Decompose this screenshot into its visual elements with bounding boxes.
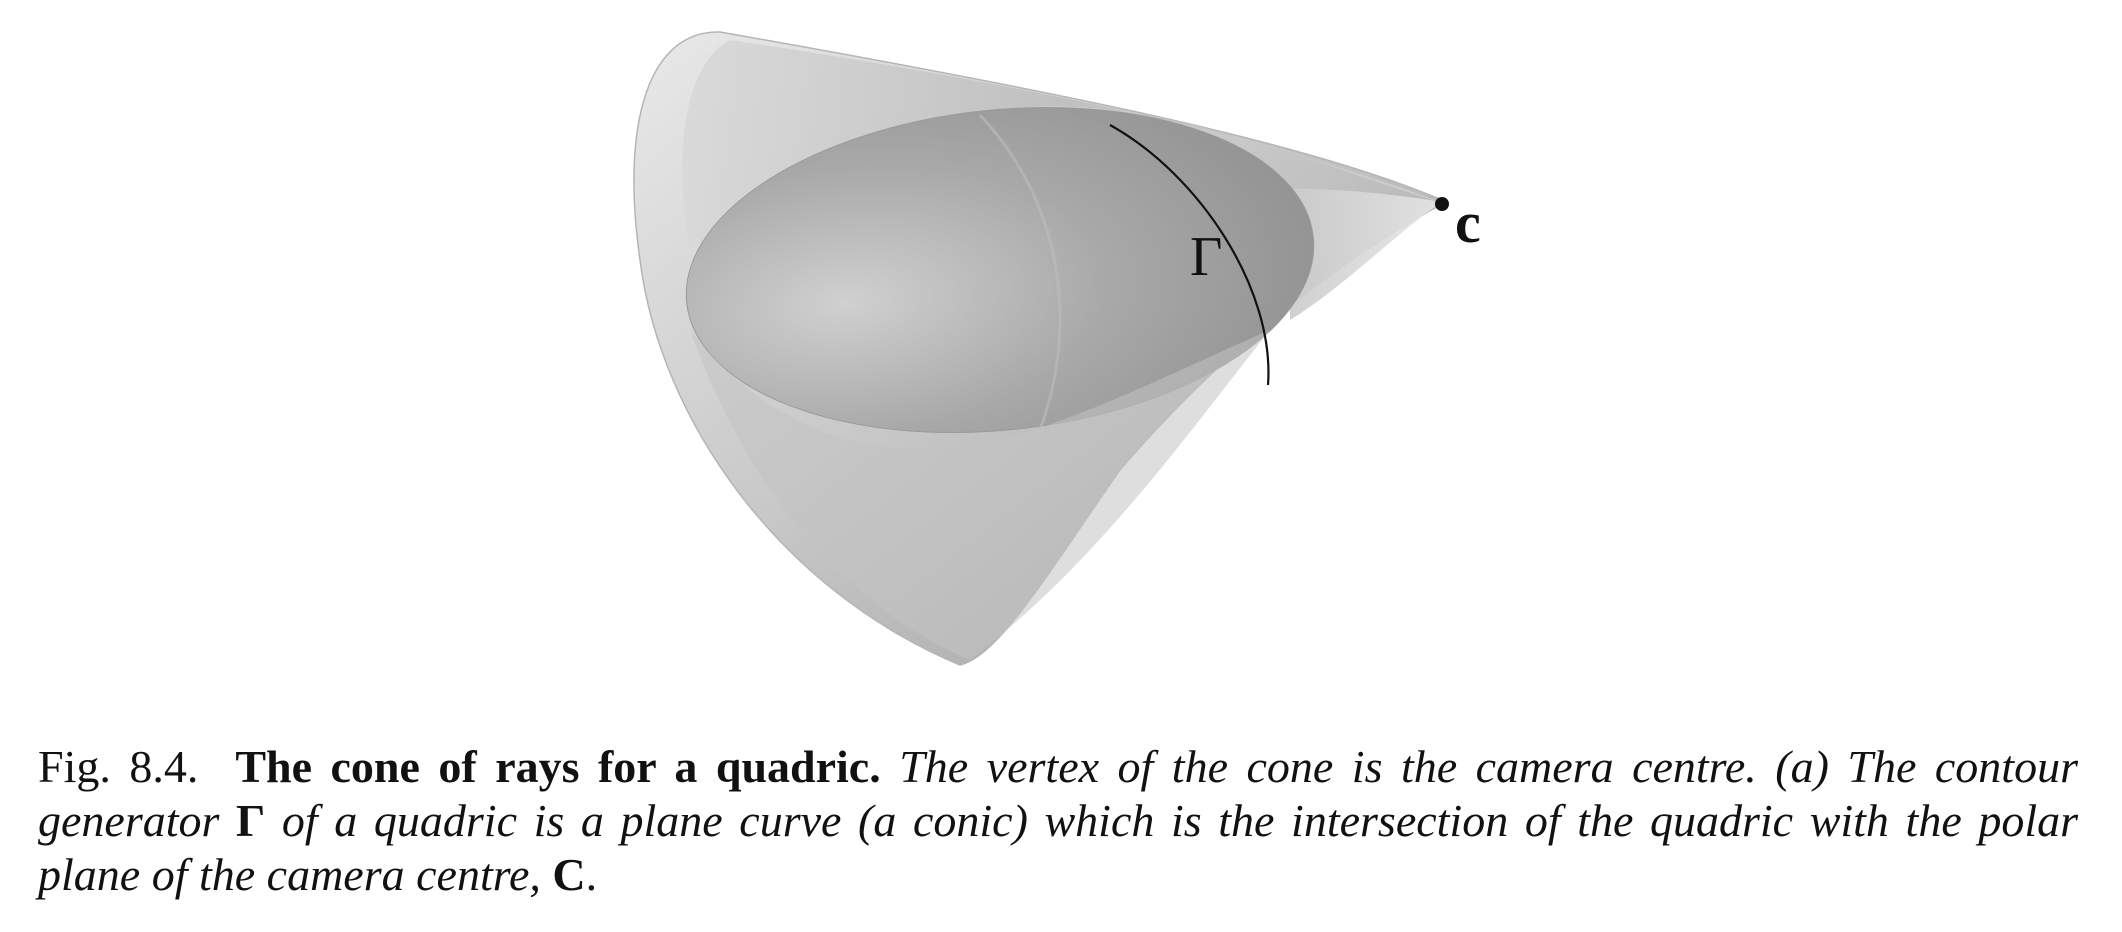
caption-gamma-symbol: Γ: [236, 795, 266, 846]
caption-period: .: [585, 849, 598, 900]
figure-caption: Fig. 8.4. The cone of rays for a quadric…: [38, 740, 2078, 902]
caption-title: The cone of rays for a quadric.: [235, 741, 881, 792]
cone-front-shade: [690, 330, 1270, 660]
ellipsoid-seam: [978, 113, 1062, 431]
contour-generator-curve: [1109, 124, 1270, 386]
caption-part-marker: (a): [1775, 741, 1829, 792]
caption-sentence-1: The vertex of the cone is the camera cen…: [899, 741, 1757, 792]
caption-c-symbol: C: [552, 849, 586, 900]
figure-illustration: Γ c: [633, 31, 1481, 666]
gamma-label: Γ: [1190, 226, 1222, 288]
caption-sentence-2a: The contour generator: [38, 741, 2078, 846]
cone-quadric-diagram: Γ c: [633, 31, 1481, 666]
cone-inner-surface: [682, 40, 1440, 250]
camera-centre-point: [1435, 197, 1449, 211]
caption-sentence-2b: of a quadric is a plane curve (a conic) …: [38, 795, 2079, 900]
quadric-ellipsoid: [685, 107, 1315, 433]
vertex-label: c: [1455, 190, 1481, 255]
figure-number: Fig. 8.4.: [38, 741, 199, 792]
